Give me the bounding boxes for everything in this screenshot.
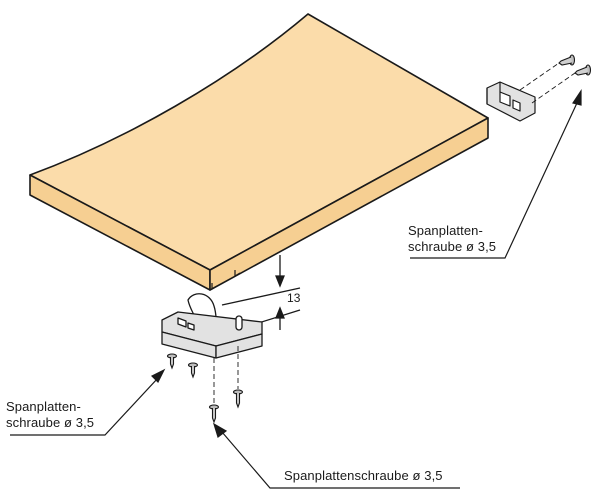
side-screw-1 (558, 54, 576, 66)
side-bracket (486, 81, 536, 122)
label-left-line2: schraube ø 3,5 (6, 415, 95, 430)
screw-2 (187, 362, 199, 379)
label-bottom: Spanplattenschraube ø 3,5 (284, 468, 443, 483)
pre-drilled-hole-marks (211, 270, 241, 291)
label-left-line1: Spanplatten- (6, 399, 81, 414)
label-right-line2: schraube ø 3,5 (408, 239, 497, 254)
bottom-screws (166, 346, 244, 424)
dimension-label: 13 (287, 291, 301, 305)
screw-3 (232, 389, 244, 409)
side-screws (519, 54, 592, 104)
dimension-13 (221, 255, 301, 330)
leader-lines (10, 89, 582, 489)
label-right-line1: Spanplatten- (408, 223, 483, 238)
screw-1 (166, 353, 178, 370)
corner-bracket (161, 293, 263, 359)
shelf-board (29, 13, 489, 291)
shelf-side-face (209, 117, 489, 291)
screw-4 (208, 404, 220, 424)
side-screw-2 (574, 64, 592, 76)
